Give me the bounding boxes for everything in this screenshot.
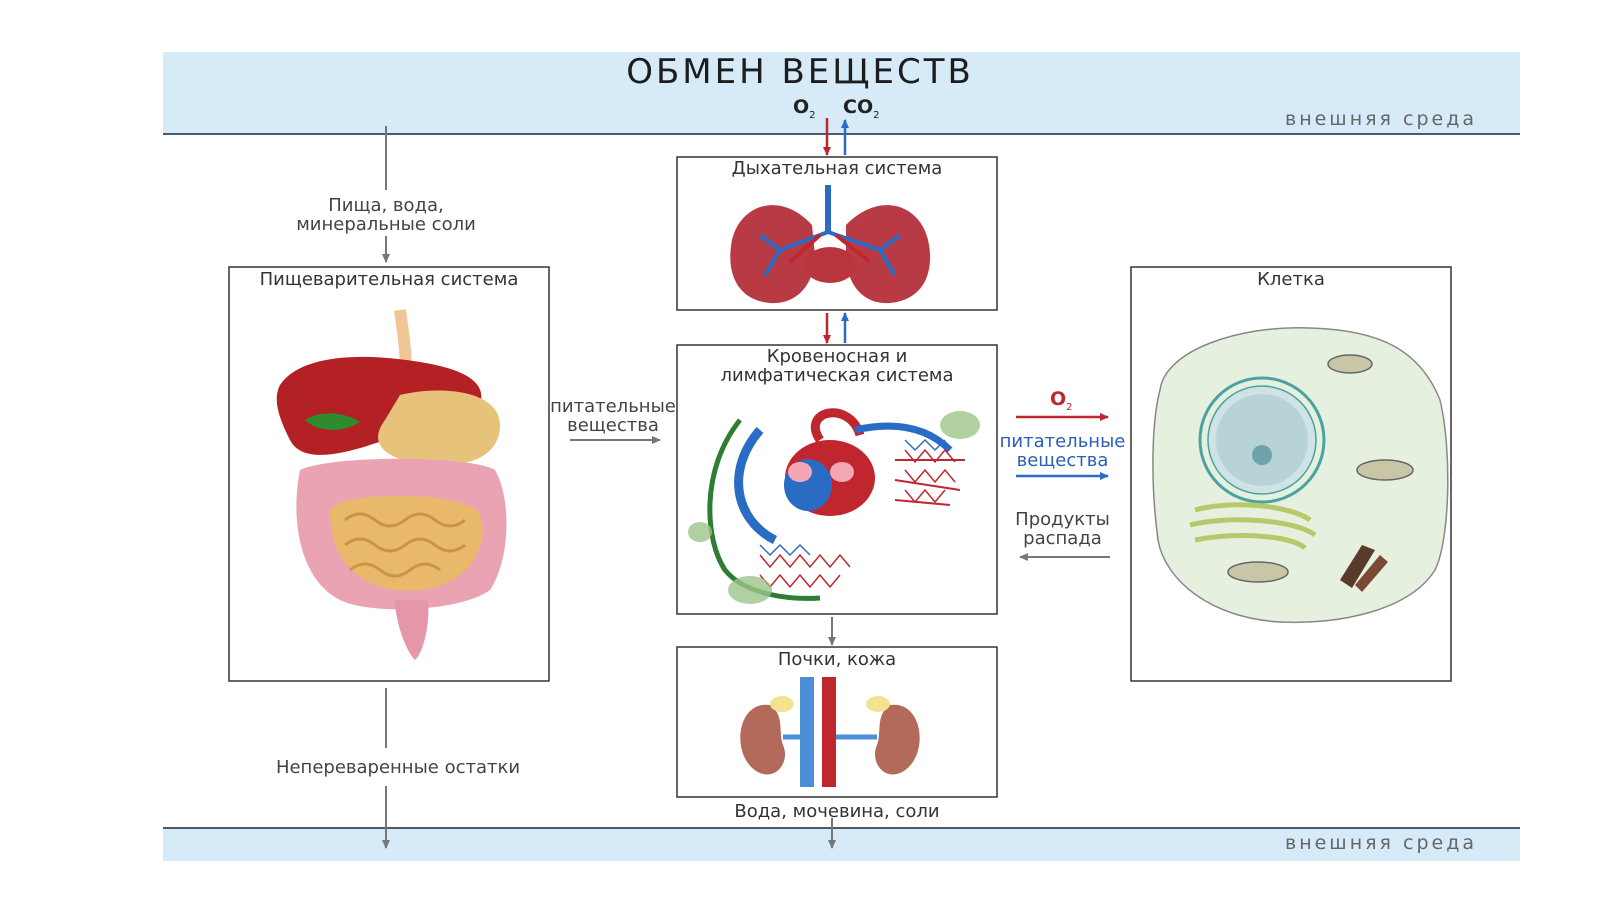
excretion-output-label: Вода, мочевина, соли (734, 801, 940, 822)
cell-waste-label: Продукты распада (1015, 509, 1110, 549)
digestive-organs-illustration (276, 309, 507, 660)
digestive-title: Пищеварительная система (259, 269, 519, 290)
top-environment-label: внешняя среда (1285, 108, 1477, 130)
page-title: ОБМЕН ВЕЩЕСТВ (626, 52, 974, 92)
cell-illustration (1152, 327, 1449, 624)
respiratory-title: Дыхательная система (731, 158, 943, 179)
cell-nutrients-label: питательные вещества (999, 431, 1126, 471)
excretory-box (676, 646, 998, 798)
cell-title: Клетка (1257, 269, 1325, 290)
excretory-title: Почки, кожа (777, 649, 897, 670)
nutrients-to-blood-label: питательные вещества (550, 396, 676, 436)
top-o2-label: O2 (793, 96, 816, 121)
cell-o2-label: O2 (1050, 388, 1073, 413)
circulatory-illustration (688, 408, 980, 604)
lungs-illustration (730, 185, 931, 304)
circulatory-title: Кровеносная и лимфатическая система (720, 346, 954, 386)
bottom-environment-label: внешняя среда (1285, 832, 1477, 854)
top-co2-label: CO2 (843, 96, 880, 121)
kidneys-illustration (740, 677, 920, 787)
undigested-output-label: Непереваренные остатки (275, 757, 521, 778)
food-input-label: Пища, вода, минеральные соли (296, 195, 476, 235)
